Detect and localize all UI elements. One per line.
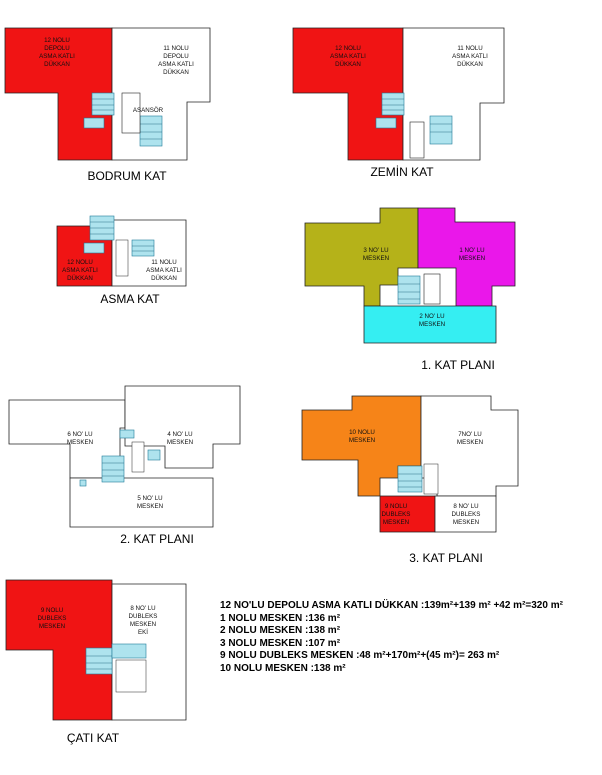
plan-title-kat-1: 1. KAT PLANI — [421, 358, 495, 372]
plan-title-bodrum: BODRUM KAT — [87, 169, 167, 183]
summary-line-12: 12 NO'LU DEPOLU ASMA KATLI DÜKKAN :139m²… — [220, 600, 563, 611]
plan-title-kat-3: 3. KAT PLANI — [409, 551, 483, 565]
stair-core — [79, 429, 161, 487]
plan-title-asma: ASMA KAT — [100, 292, 160, 306]
summary-line-9: 9 NOLU DUBLEKS MESKEN :48 m²+170m²+(45 m… — [220, 650, 500, 662]
unit-9-duplex-area[interactable] — [5, 579, 113, 721]
stair-core — [83, 92, 163, 147]
stair-core — [397, 273, 441, 305]
stair-core — [397, 463, 439, 495]
stair-core — [83, 215, 155, 277]
plan-title-kat-2: 2. KAT PLANI — [120, 532, 194, 546]
elevator-label: ASANSÖR — [133, 107, 164, 114]
unit-8-residence-area[interactable] — [434, 495, 497, 533]
summary-line-3: 3 NOLU MESKEN :107 m² — [220, 637, 341, 649]
unit-11-shop-area[interactable] — [402, 27, 505, 161]
unit-2-residence-area[interactable] — [363, 305, 497, 344]
plan-title-zemin: ZEMİN KAT — [370, 165, 434, 179]
summary-line-2: 2 NOLU MESKEN :138 m² — [220, 625, 341, 637]
plan-title-cati: ÇATI KAT — [67, 731, 120, 745]
unit-1-residence-area[interactable] — [417, 207, 516, 307]
summary-line-10: 10 NOLU MESKEN :138 m² — [220, 662, 346, 674]
stair-core — [85, 643, 147, 693]
summary-line-1: 1 NOLU MESKEN :136 m² — [220, 612, 341, 624]
area-summary: 12 NO'LU DEPOLU ASMA KATLI DÜKKAN :139m²… — [220, 600, 602, 676]
unit-5-residence-area[interactable] — [69, 477, 214, 528]
stair-core — [375, 92, 453, 159]
